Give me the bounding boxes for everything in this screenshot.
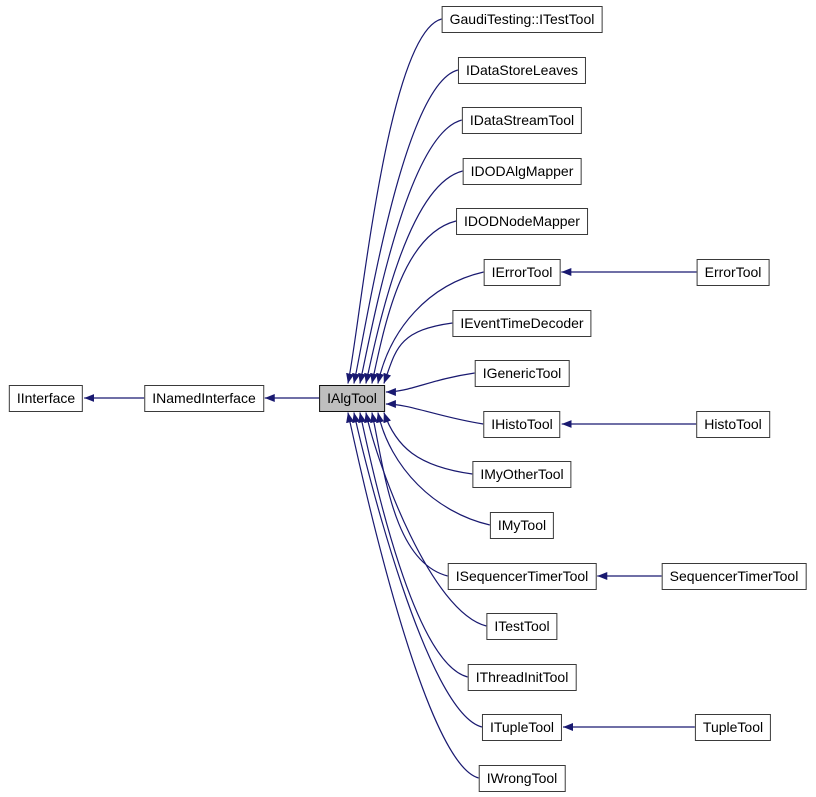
node-iwrongtool[interactable]: IWrongTool [478, 764, 566, 792]
node-imytool[interactable]: IMyTool [489, 511, 555, 539]
inheritance-edge-idodnodemapper-to-ialgtool [370, 220, 457, 384]
node-itesttool[interactable]: ITestTool [486, 612, 558, 640]
node-itupletool[interactable]: ITupleTool [481, 713, 563, 741]
node-errortool[interactable]: ErrorTool [696, 258, 770, 286]
inheritance-edge-imyothertool-to-ialgtool [383, 412, 473, 475]
node-iinterface[interactable]: IInterface [8, 384, 84, 412]
inheritance-edge-igenerictool-to-ialgtool [385, 372, 475, 396]
inheritance-edge-itesttool-to-ialgtool [364, 412, 487, 627]
inheritance-edge-gauditesting-itesttool-to-ialgtool [346, 18, 442, 384]
node-igenerictool[interactable]: IGenericTool [474, 359, 570, 387]
inheritance-edge-ithreadinittool-to-ialgtool [358, 412, 468, 678]
inheritance-edge-imytool-to-ialgtool [376, 412, 491, 526]
inheritance-edge-ieventtimedecoder-to-ialgtool [383, 322, 453, 384]
node-histotool[interactable]: HistoTool [696, 410, 770, 438]
inheritance-edge-ierrortool-to-ialgtool [376, 271, 484, 384]
inheritance-edge-idodalgmapper-to-ialgtool [364, 170, 463, 384]
inheritance-edge-idatastoreleaves-to-ialgtool [352, 69, 459, 384]
node-idodalgmapper[interactable]: IDODAlgMapper [462, 157, 582, 185]
inheritance-edge-isequencertimertool-to-ialgtool [370, 412, 448, 577]
node-ialgtool[interactable]: IAlgTool [319, 384, 385, 412]
node-idatastoreleaves[interactable]: IDataStoreLeaves [457, 56, 587, 84]
inheritance-edge-idatastreamtool-to-ialgtool [358, 119, 463, 384]
node-imyothertool[interactable]: IMyOtherTool [472, 460, 572, 488]
node-gauditesting-itesttool[interactable]: GaudiTesting::ITestTool [441, 5, 603, 33]
node-tupletool[interactable]: TupleTool [694, 713, 772, 741]
node-idatastreamtool[interactable]: IDataStreamTool [461, 106, 583, 134]
node-ihistotool[interactable]: IHistoTool [483, 410, 561, 438]
node-inamedinterface[interactable]: INamedInterface [144, 384, 264, 412]
node-idodnodemapper[interactable]: IDODNodeMapper [456, 207, 588, 235]
inheritance-edge-ihistotool-to-ialgtool [385, 400, 484, 425]
node-ieventtimedecoder[interactable]: IEventTimeDecoder [452, 309, 592, 337]
node-ithreadinittool[interactable]: IThreadInitTool [467, 663, 577, 691]
node-sequencertimertool[interactable]: SequencerTimerTool [661, 562, 807, 590]
inheritance-edge-iwrongtool-to-ialgtool [346, 412, 479, 779]
node-isequencertimertool[interactable]: ISequencerTimerTool [447, 562, 597, 590]
node-ierrortool[interactable]: IErrorTool [483, 258, 561, 286]
inheritance-edge-itupletool-to-ialgtool [352, 412, 483, 728]
